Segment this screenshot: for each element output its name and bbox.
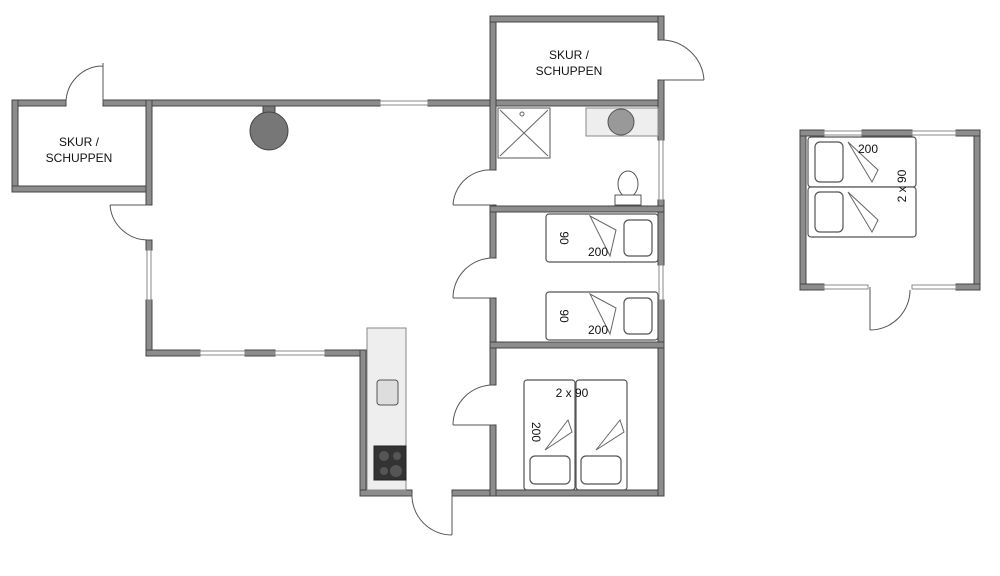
bed-width-label: 2 x 90 [556,386,589,400]
door-bedroom1 [452,257,494,299]
sink-icon [607,108,635,136]
stove-fireplace-icon [249,111,289,151]
windows [146,100,957,356]
room-label-shed-left-2: SCHUPPEN [46,151,113,165]
bed-length-label: 200 [588,323,608,337]
bed-bedroom1: 90 200 [545,213,659,263]
room-label-shed-top: SKUR / [549,48,590,62]
door-entrance [411,492,453,536]
doors [65,39,911,536]
kitchen-sink-icon [376,379,399,406]
door-living-left [109,204,150,241]
cooktop-icon [373,445,407,481]
bed-width-label: 90 [557,231,571,245]
bed-annex: 200 2 x 90 [807,136,917,238]
bed-width-label: 2 x 90 [895,169,909,202]
bed-length-label: 200 [858,142,878,156]
door-bath [452,169,494,206]
door-shed-top [660,39,705,81]
bed-length-label: 200 [529,422,543,442]
bed-bedroom3: 2 x 90 200 [523,379,628,491]
door-annex [869,287,911,331]
bed-bedroom2: 90 200 [545,291,659,341]
room-label-shed-top-2: SCHUPPEN [536,64,603,78]
toilet-icon [617,170,639,198]
bed-width-label: 90 [557,309,571,323]
fixtures [249,105,659,491]
bed-length-label: 200 [588,245,608,259]
walls [11,15,981,497]
door-bedroom3 [452,384,494,426]
room-label-shed-left: SKUR / [59,135,100,149]
door-shed-left [65,63,104,104]
